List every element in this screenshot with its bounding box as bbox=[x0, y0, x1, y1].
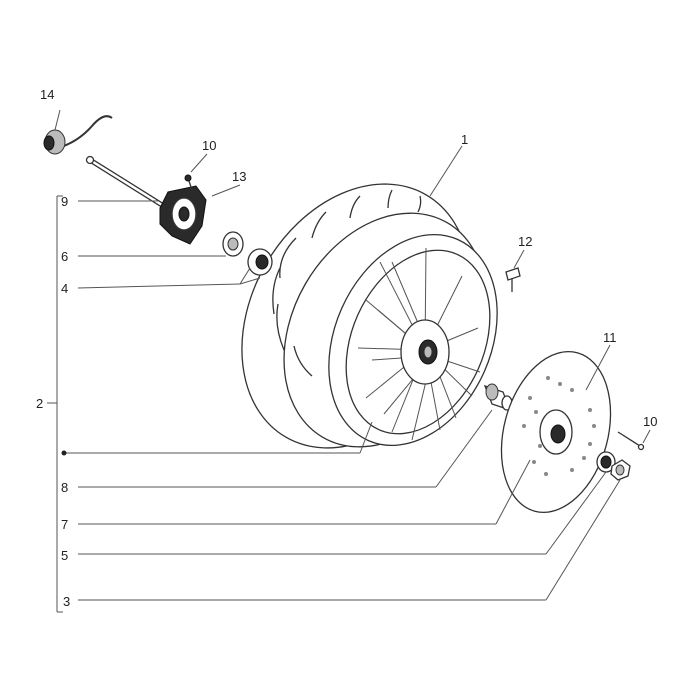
callout-5: 5 bbox=[61, 548, 68, 563]
spacer bbox=[483, 383, 513, 412]
disc-screw bbox=[617, 431, 645, 451]
callout-13: 13 bbox=[232, 169, 246, 184]
leader-lines bbox=[54, 109, 651, 601]
brake-disc bbox=[500, 351, 612, 513]
callout-10-disc-screw: 10 bbox=[643, 414, 657, 429]
callout-6: 6 bbox=[61, 249, 68, 264]
callout-7: 7 bbox=[61, 517, 68, 532]
speedometer-drive bbox=[159, 185, 207, 245]
callout-3: 3 bbox=[63, 594, 70, 609]
callout-8: 8 bbox=[61, 480, 68, 495]
callout-1: 1 bbox=[461, 132, 468, 147]
callout-2: 2 bbox=[36, 396, 43, 411]
axle bbox=[85, 155, 165, 208]
oil-seal bbox=[222, 231, 244, 257]
speedo-screw bbox=[184, 174, 193, 191]
assembly-bracket bbox=[47, 195, 63, 613]
assembly-marker-dot bbox=[61, 450, 67, 456]
bearing-right bbox=[596, 451, 616, 473]
callout-labels: 1 2 3 4 5 6 7 8 9 10 10 11 12 13 14 bbox=[36, 87, 657, 609]
callout-14: 14 bbox=[40, 87, 54, 102]
bearing-left bbox=[247, 248, 273, 276]
callout-12: 12 bbox=[518, 234, 532, 249]
speedometer-cable bbox=[43, 115, 113, 155]
wheel-nut bbox=[610, 459, 631, 481]
hub bbox=[400, 319, 450, 385]
callout-9: 9 bbox=[61, 194, 68, 209]
callout-11: 11 bbox=[603, 330, 617, 345]
callout-10-speedo-screw: 10 bbox=[202, 138, 216, 153]
bolt bbox=[505, 267, 521, 292]
callout-4: 4 bbox=[61, 281, 68, 296]
